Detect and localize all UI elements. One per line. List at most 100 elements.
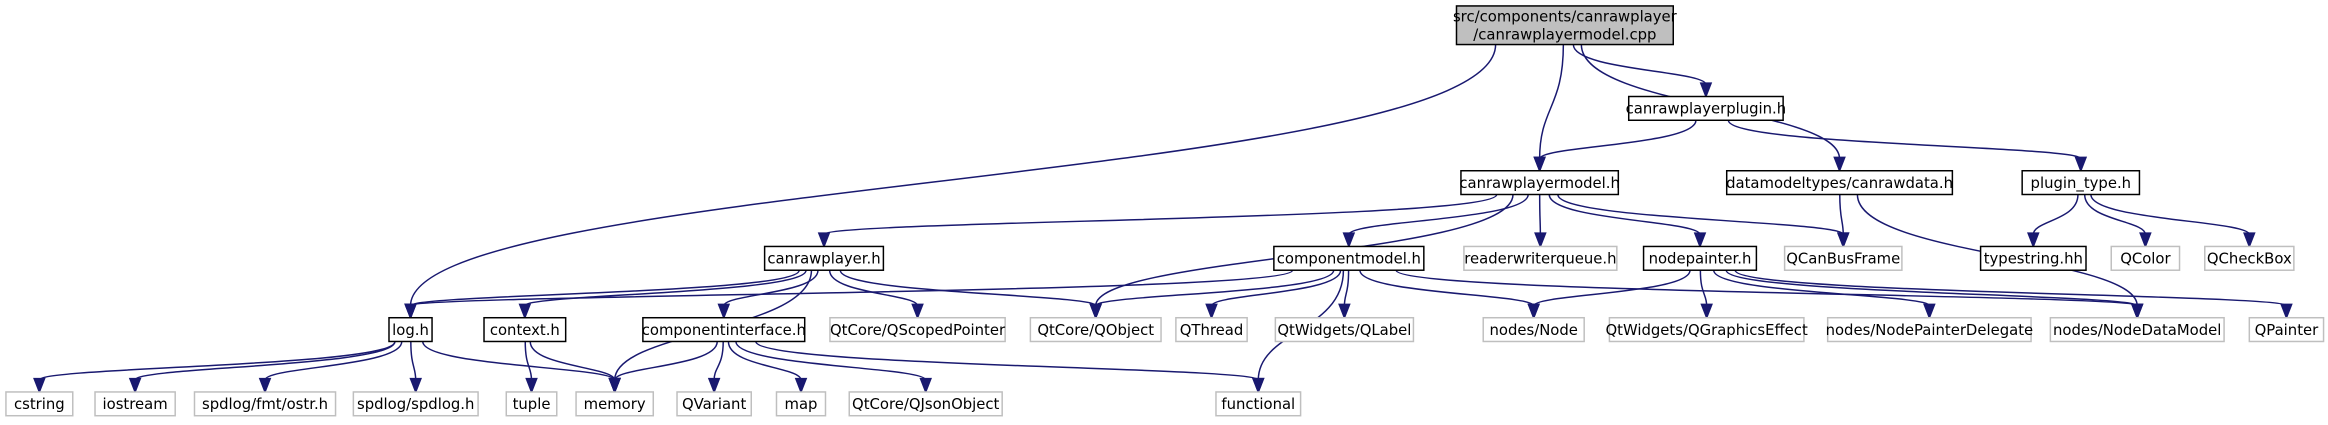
edge-componentinterface-to-functional bbox=[755, 340, 1265, 395]
node-box bbox=[2204, 245, 2295, 271]
edge-canrawdata-to-qcanbusframe bbox=[1836, 194, 1850, 249]
node-box bbox=[505, 391, 558, 417]
node-label: QCanBusFrame bbox=[1786, 251, 1900, 268]
nodes-layer: src/components/canrawplayer/canrawplayer… bbox=[5, 5, 2325, 417]
node-qobject: QtCore/QObject bbox=[1029, 316, 1162, 343]
node-box bbox=[5, 391, 74, 417]
node-nodepainterdelegate: nodes/NodePainterDelegate bbox=[1826, 316, 2034, 343]
node-typestring[interactable]: typestring.hh bbox=[1979, 245, 2087, 271]
node-box bbox=[676, 391, 753, 417]
edge-componentmodel-to-nodes-node bbox=[1359, 269, 1540, 320]
node-box bbox=[1215, 391, 1302, 417]
node-cstring: cstring bbox=[5, 391, 74, 417]
node-label: map bbox=[785, 396, 818, 413]
node-box bbox=[1273, 245, 1425, 271]
node-box bbox=[1608, 316, 1805, 343]
node-qlabel: QtWidgets/QLabel bbox=[1274, 316, 1415, 343]
node-label: QThread bbox=[1180, 322, 1244, 339]
node-qcanbusframe: QCanBusFrame bbox=[1783, 245, 1903, 271]
node-label: src/components/canrawplayer bbox=[1453, 9, 1678, 26]
node-qvariant: QVariant bbox=[676, 391, 753, 417]
edge-canrawplayermodel-to-componentmodel bbox=[1342, 194, 1529, 249]
node-nodedatamodel: nodes/NodeDataModel bbox=[2049, 316, 2225, 343]
node-qscopedpointer: QtCore/QScopedPointer bbox=[829, 316, 1006, 343]
node-label: QtCore/QScopedPointer bbox=[830, 322, 1006, 339]
node-qthread: QThread bbox=[1175, 316, 1248, 343]
node-canrawplayer[interactable]: canrawplayer.h bbox=[763, 245, 885, 271]
edge-root-to-canrawplayerplugin bbox=[1572, 44, 1713, 99]
node-box bbox=[575, 391, 655, 417]
node-context[interactable]: context.h bbox=[483, 316, 567, 343]
node-label: log.h bbox=[392, 322, 429, 339]
node-ostr: spdlog/fmt/ostr.h bbox=[193, 391, 337, 417]
edge-componentmodel-to-qobject bbox=[1089, 269, 1335, 320]
edge-plugin-type-to-qcolor bbox=[2083, 194, 2152, 249]
node-box bbox=[1642, 245, 1758, 271]
node-label: iostream bbox=[103, 396, 168, 413]
node-plugin-type[interactable]: plugin_type.h bbox=[2021, 169, 2141, 196]
edge-componentmodel-to-nodedatamodel bbox=[1395, 269, 2144, 320]
edge-canrawplayer-to-context bbox=[518, 269, 807, 320]
node-log[interactable]: log.h bbox=[388, 316, 433, 343]
node-box bbox=[388, 316, 433, 343]
node-box bbox=[1627, 95, 1784, 122]
node-box bbox=[1979, 245, 2087, 271]
node-label: nodes/Node bbox=[1489, 322, 1577, 339]
node-canrawplayerplugin[interactable]: canrawplayerplugin.h bbox=[1626, 95, 1787, 122]
node-nodes-node: nodes/Node bbox=[1482, 316, 1585, 343]
node-box bbox=[775, 391, 827, 417]
node-label: /canrawplayermodel.cpp bbox=[1473, 26, 1656, 43]
node-box bbox=[1460, 169, 1620, 196]
node-qpainter: QPainter bbox=[2248, 316, 2325, 343]
node-label: QPainter bbox=[2255, 322, 2319, 339]
node-root[interactable]: src/components/canrawplayer/canrawplayer… bbox=[1453, 5, 1678, 46]
node-label: nodepainter.h bbox=[1649, 251, 1752, 268]
node-label: tuple bbox=[513, 396, 551, 413]
node-label: datamodeltypes/canrawdata.h bbox=[1726, 175, 1953, 192]
node-label: QCheckBox bbox=[2207, 251, 2292, 268]
node-box bbox=[642, 316, 806, 343]
edge-log-to-iostream bbox=[128, 341, 396, 395]
node-box bbox=[829, 316, 1006, 343]
node-label: cstring bbox=[14, 396, 65, 413]
node-box bbox=[352, 391, 479, 417]
edge-componentinterface-to-qvariant bbox=[707, 341, 724, 395]
node-canrawdata[interactable]: datamodeltypes/canrawdata.h bbox=[1725, 169, 1954, 196]
edge-nodepainter-to-qgraphicseffect bbox=[1699, 270, 1713, 320]
node-box bbox=[193, 391, 337, 417]
node-label: QtWidgets/QLabel bbox=[1277, 322, 1411, 339]
edge-canrawplayer-to-componentinterface bbox=[717, 270, 819, 320]
node-label: context.h bbox=[490, 322, 560, 339]
node-nodepainter[interactable]: nodepainter.h bbox=[1642, 245, 1758, 271]
node-iostream: iostream bbox=[94, 391, 176, 417]
edge-componentinterface-to-map bbox=[727, 341, 808, 395]
node-box bbox=[763, 245, 885, 271]
edge-canrawplayer-to-qscopedpointer bbox=[828, 270, 924, 320]
node-box bbox=[2049, 316, 2225, 343]
edge-log-to-spdlog bbox=[409, 341, 422, 395]
node-label: spdlog/spdlog.h bbox=[357, 396, 474, 413]
node-label: nodes/NodePainterDelegate bbox=[1826, 322, 2034, 339]
node-readerwriterqueue: readerwriterqueue.h bbox=[1463, 245, 1618, 271]
node-box bbox=[2021, 169, 2141, 196]
node-qjsonobject: QtCore/QJsonObject bbox=[848, 391, 1003, 417]
node-box bbox=[2248, 316, 2325, 343]
edge-context-to-tuple bbox=[524, 341, 538, 395]
node-label: functional bbox=[1221, 396, 1295, 413]
node-componentinterface[interactable]: componentinterface.h bbox=[642, 316, 806, 343]
node-canrawplayermodel[interactable]: canrawplayermodel.h bbox=[1459, 169, 1620, 196]
edge-componentmodel-to-qthread bbox=[1205, 269, 1342, 320]
edges-layer bbox=[33, 44, 2293, 395]
edge-plugin-type-to-qcheckbox bbox=[2090, 194, 2256, 249]
node-spdlog: spdlog/spdlog.h bbox=[352, 391, 479, 417]
edge-canrawplayermodel-to-canrawplayer bbox=[817, 193, 1498, 249]
node-tuple: tuple bbox=[505, 391, 558, 417]
node-functional: functional bbox=[1215, 391, 1302, 417]
node-label: componentinterface.h bbox=[642, 322, 806, 339]
node-label: componentmodel.h bbox=[1277, 251, 1421, 268]
node-componentmodel[interactable]: componentmodel.h bbox=[1273, 245, 1425, 271]
node-label: canrawplayer.h bbox=[767, 251, 880, 268]
node-label: QtWidgets/QGraphicsEffect bbox=[1606, 322, 1808, 339]
node-box bbox=[1482, 316, 1585, 343]
